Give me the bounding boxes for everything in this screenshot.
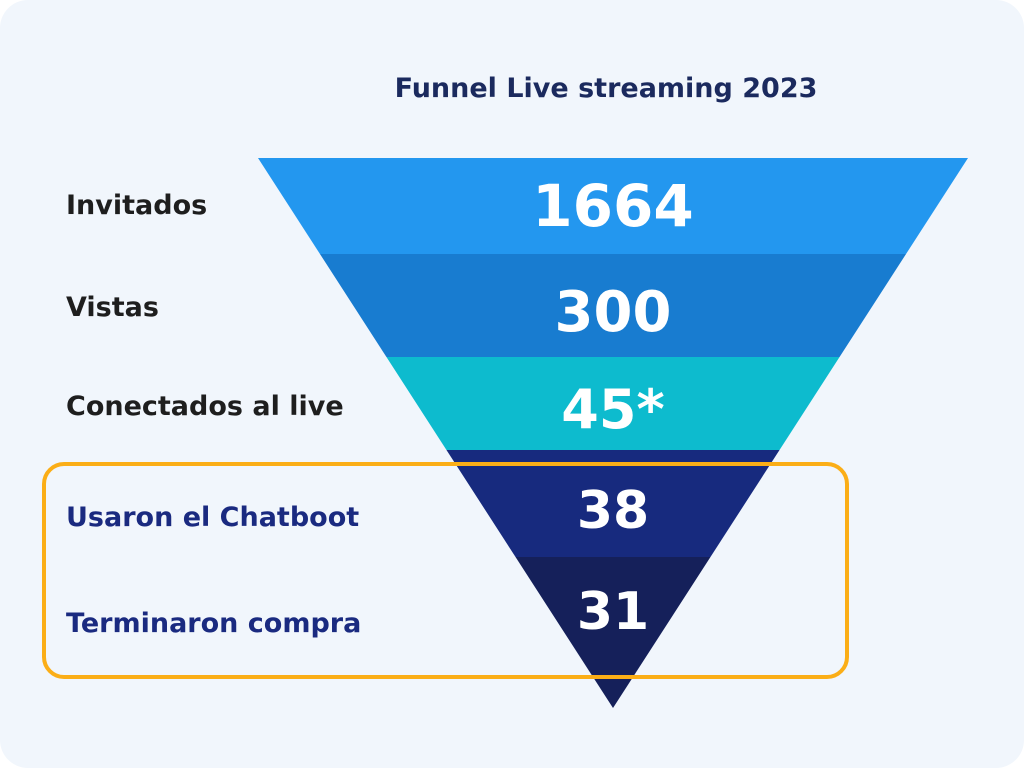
stage-label: Vistas [66,292,159,323]
funnel-band-4 [515,557,711,708]
funnel-band-3 [446,450,780,557]
funnel-band-1 [319,254,907,357]
stage-label: Conectados al live [66,391,344,422]
stage-value: 300 [555,280,672,345]
stage-value: 1664 [532,172,693,240]
stage-label: Terminaron compra [66,608,361,639]
stage-value: 38 [577,481,649,541]
chart-title: Funnel Live streaming 2023 [395,73,818,104]
highlight-box [42,462,849,679]
funnel-band-2 [386,357,840,450]
stage-value: 45* [561,378,664,441]
stage-label: Usaron el Chatboot [66,502,359,533]
funnel-band-0 [258,158,968,254]
stage-label: Invitados [66,190,207,221]
stage-value: 31 [577,582,649,642]
